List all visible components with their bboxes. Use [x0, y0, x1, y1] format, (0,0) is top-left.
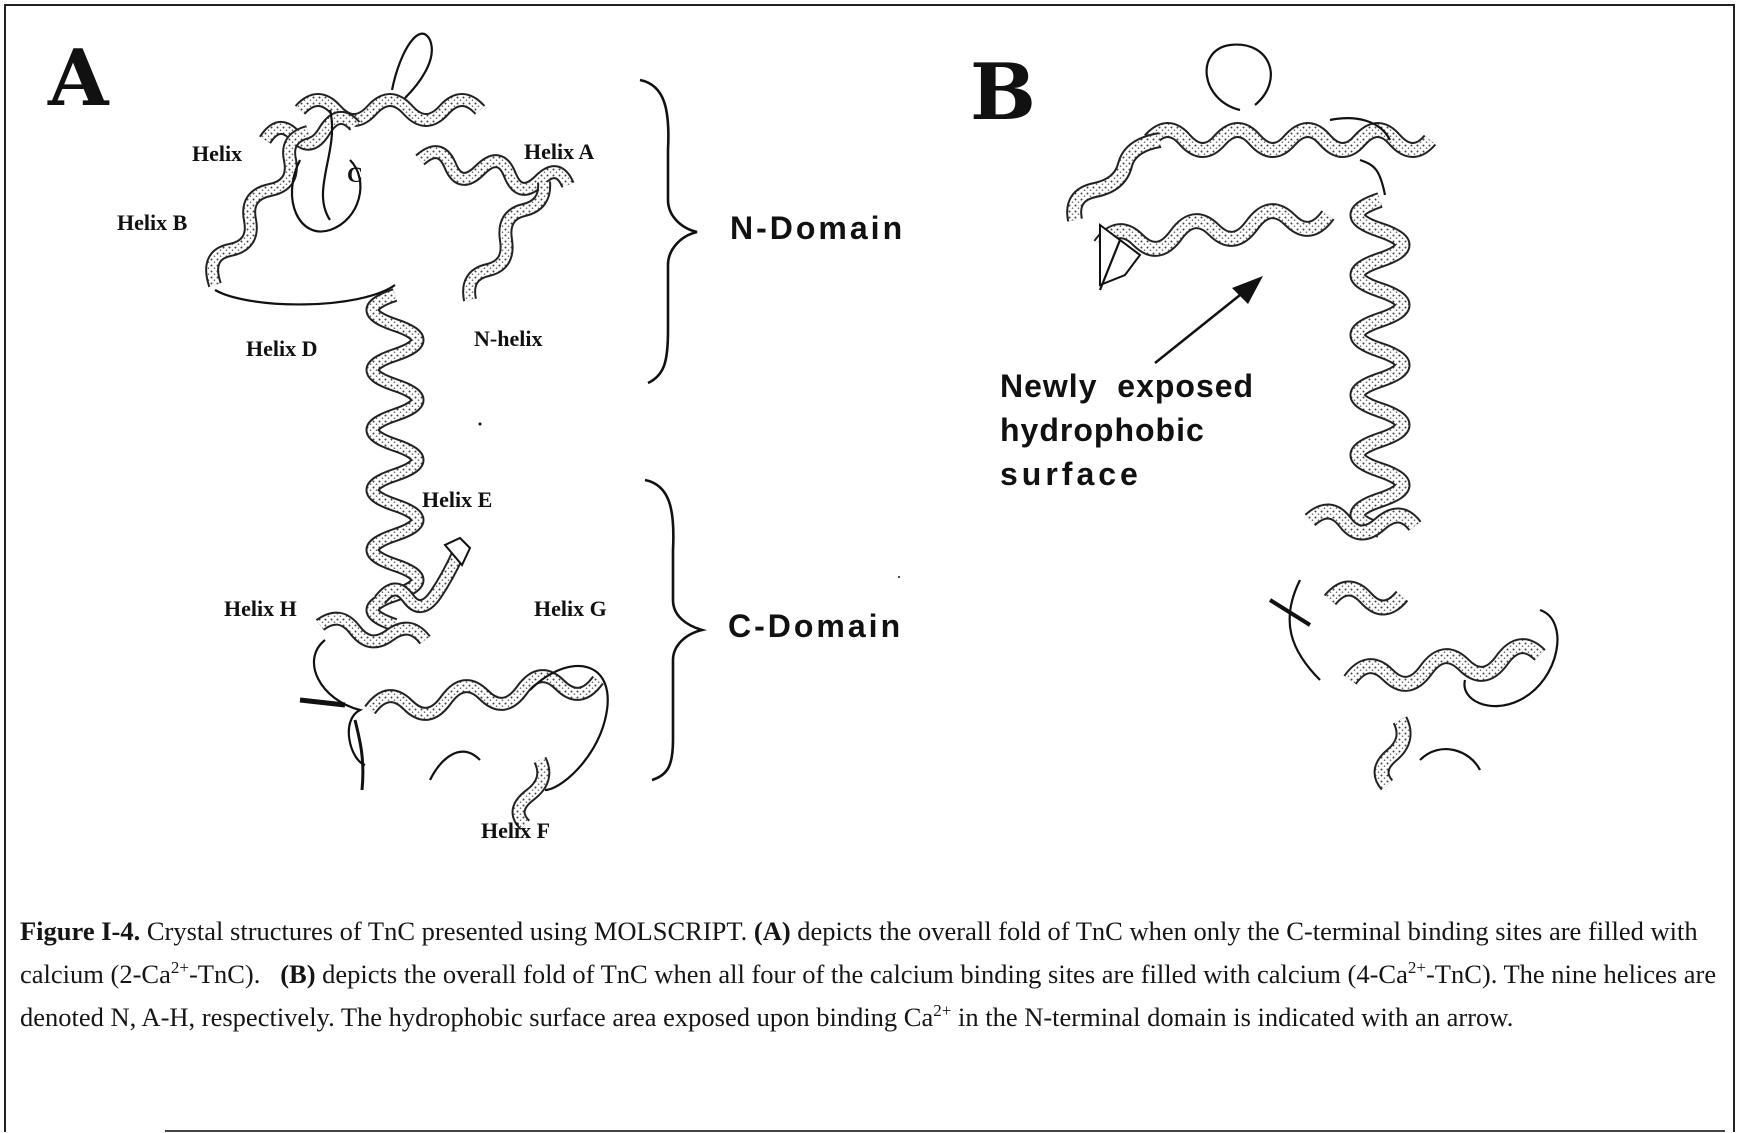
caption-part-1: Crystal structures of TnC presented usin… [140, 916, 754, 946]
panel-b-letter: B [970, 54, 1036, 132]
helix-c-label: Helix [192, 141, 242, 167]
c-domain-brace [645, 480, 702, 780]
bottom-rule [165, 1130, 1725, 1132]
figure-caption: Figure I-4. Crystal structures of TnC pr… [20, 910, 1732, 1039]
helix-d-label: Helix D [246, 336, 318, 362]
n-domain-label: N-Domain [730, 210, 905, 247]
helix-f-label: Helix F [481, 818, 550, 844]
c-domain-label: C-Domain [728, 608, 903, 645]
helix-g-label: Helix G [534, 596, 607, 622]
helix-h-label: Helix H [224, 596, 297, 622]
panel-a-letter: A [48, 40, 109, 118]
caption-sup-3: 2+ [933, 1001, 951, 1020]
caption-part-4: depicts the overall fold of TnC when all… [316, 959, 1408, 989]
ribbon-diagrams [0, 0, 1743, 900]
exposed-surface-arrow [1155, 276, 1263, 363]
c-domain-helices [300, 538, 608, 825]
caption-sup-2: 2+ [1408, 958, 1426, 977]
caption-ref-a: (A) [754, 916, 791, 946]
annotation-line-3: surface [1000, 452, 1254, 496]
helix-c-letter: C [347, 162, 363, 188]
n-domain-helices [212, 100, 568, 304]
caption-part-3: -TnC). [189, 959, 280, 989]
caption-part-6: in the N-terminal domain is indicated wi… [951, 1002, 1513, 1032]
caption-ref-b: (B) [280, 959, 315, 989]
n-domain-brace [640, 80, 697, 383]
helix-e-label: Helix E [422, 487, 492, 513]
helix-b-label: Helix B [117, 210, 187, 236]
n-helix-label: N-helix [474, 326, 542, 352]
annotation-line-2: hydrophobic [1000, 408, 1254, 452]
annotation-line-1: Newly exposed [1000, 364, 1254, 408]
exposed-surface-annotation: Newly exposed hydrophobic surface [1000, 364, 1254, 496]
figure-number: Figure I-4. [20, 916, 140, 946]
central-helix [373, 295, 418, 625]
caption-sup-1: 2+ [171, 958, 189, 977]
helix-a-label: Helix A [524, 139, 594, 165]
